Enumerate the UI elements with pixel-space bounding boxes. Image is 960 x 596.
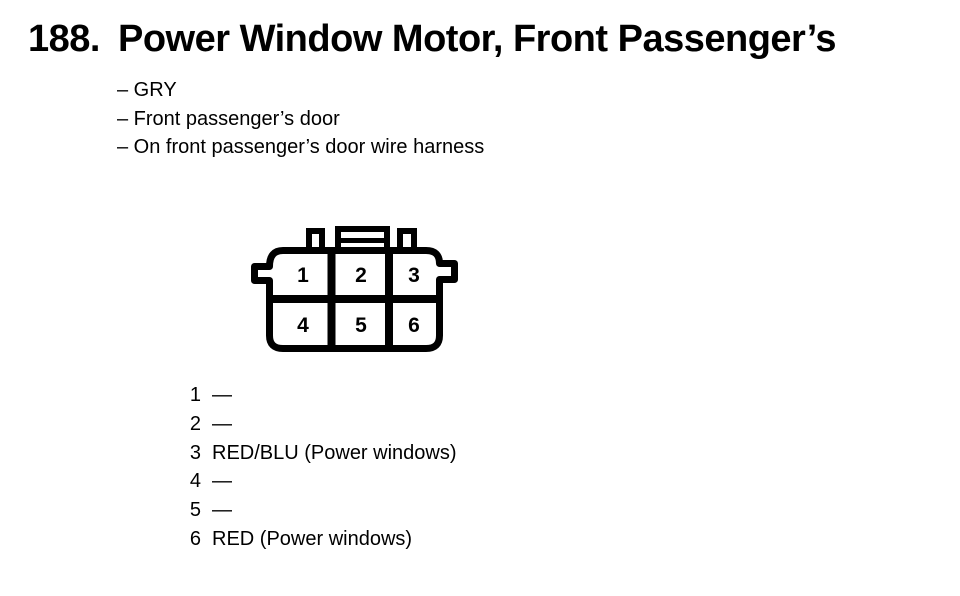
pinout-wire: RED (Power windows) xyxy=(212,527,413,550)
pinout-pin: 2 xyxy=(189,412,201,435)
pinout-wire: — xyxy=(212,384,232,406)
note-line: – GRY xyxy=(117,79,177,101)
pinout-row: 2 — xyxy=(180,410,457,439)
pin-number: 6 xyxy=(408,314,420,337)
pin-number: 1 xyxy=(297,264,309,287)
pinout-row: 6 RED (Power windows) xyxy=(180,525,457,554)
section-header: 188. Power Window Motor, Front Passenger… xyxy=(28,18,837,61)
pinout-pin: 6 xyxy=(189,527,201,550)
pinout-row: 5 — xyxy=(180,496,457,525)
pinout-wire: — xyxy=(212,412,232,435)
pin-number: 4 xyxy=(297,314,309,337)
pinout-wire: RED/BLU (Power windows) xyxy=(212,441,457,464)
note-line: – On front passenger’s door wire harness xyxy=(117,136,485,159)
pinout-pin: 1 xyxy=(189,384,201,406)
section-number: 188. xyxy=(28,18,100,60)
connector-notes: – GRY – Front passenger’s door – On fron… xyxy=(117,76,484,162)
pinout-row: 1 — xyxy=(180,381,457,410)
pinout-pin: 5 xyxy=(189,499,201,522)
pin-number: 3 xyxy=(408,264,420,287)
pinout-row: 3 RED/BLU (Power windows) xyxy=(180,439,457,468)
pinout-list: 1 — 2 — 3 RED/BLU (Power windows) 4 — 5 … xyxy=(180,381,457,554)
page-title: Power Window Motor, Front Passenger’s xyxy=(118,18,837,60)
note-line: – Front passenger’s door xyxy=(117,107,340,130)
pinout-wire: — xyxy=(212,470,232,493)
pinout-pin: 3 xyxy=(189,441,201,464)
pinout-row: 4 — xyxy=(180,467,457,496)
pin-number: 2 xyxy=(355,264,367,287)
connector-diagram: 1 2 3 4 5 6 xyxy=(251,226,458,352)
pinout-pin: 4 xyxy=(189,470,201,493)
pin-number: 5 xyxy=(355,314,367,337)
pinout-wire: — xyxy=(212,499,232,522)
